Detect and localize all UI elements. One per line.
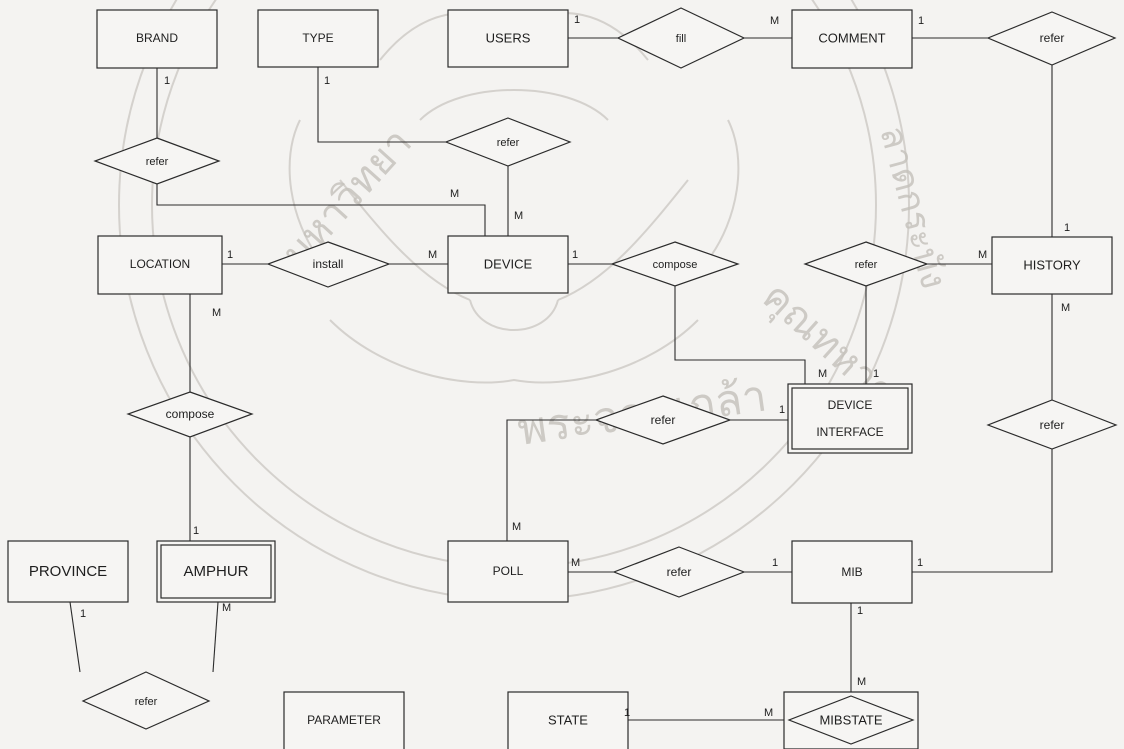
svg-text:refer: refer: [497, 137, 520, 149]
relationship-compose-location: compose: [126, 391, 254, 438]
watermark-seal: มหาวิทยา พระจอมเกล้า คุณทหาร ลาดกระบัง: [118, 0, 954, 601]
relationship-compose-device: compose: [610, 241, 740, 287]
card-mibstate-mib: M: [857, 676, 866, 688]
card-device-install: M: [428, 249, 437, 261]
card-mib-history: 1: [917, 557, 923, 569]
card-users-fill: 1: [574, 14, 580, 26]
svg-text:AMPHUR: AMPHUR: [183, 563, 248, 580]
entity-province: PROVINCE: [7, 540, 129, 603]
entity-brand: BRAND: [96, 9, 218, 69]
relationship-refer-type: refer: [444, 117, 572, 167]
card-location-compose: M: [212, 307, 221, 319]
card-device-brand: M: [450, 188, 459, 200]
connectors: [69, 37, 1053, 721]
svg-text:DEVICE: DEVICE: [828, 398, 873, 412]
card-interface-compose: M: [818, 368, 827, 380]
svg-text:refer: refer: [667, 565, 692, 579]
card-mibstate-state: M: [764, 707, 773, 719]
svg-text:STATE: STATE: [548, 712, 588, 727]
relationship-refer-brand: refer: [93, 137, 221, 185]
entity-mib: MIB: [791, 540, 913, 604]
relationship-refer-comment-history: refer: [986, 11, 1117, 66]
relationship-refer-poll-interface: refer: [594, 395, 732, 445]
entity-device-interface: DEVICE INTERFACE: [787, 383, 913, 454]
svg-text:PROVINCE: PROVINCE: [29, 563, 107, 580]
svg-text:MIBSTATE: MIBSTATE: [819, 712, 882, 727]
entity-amphur: AMPHUR: [156, 540, 276, 603]
entity-device: DEVICE: [447, 235, 569, 294]
svg-text:refer: refer: [1040, 31, 1065, 45]
svg-text:install: install: [313, 257, 344, 271]
svg-text:TYPE: TYPE: [302, 31, 333, 45]
entity-state: STATE: [507, 691, 629, 749]
card-poll-mib: M: [571, 557, 580, 569]
entity-parameter: PARAMETER: [283, 691, 405, 749]
card-location-install: 1: [227, 249, 233, 261]
entity-comment: COMMENT: [791, 9, 913, 69]
relationship-fill: fill: [616, 7, 746, 69]
svg-text:DEVICE: DEVICE: [484, 256, 533, 271]
entity-location: LOCATION: [97, 235, 223, 295]
svg-text:BRAND: BRAND: [136, 31, 178, 45]
card-comment-fill: M: [770, 15, 779, 27]
card-poll-interface: M: [512, 521, 521, 533]
svg-text:refer: refer: [135, 696, 158, 708]
svg-text:PARAMETER: PARAMETER: [307, 713, 381, 727]
card-amphur-refer: M: [222, 602, 231, 614]
svg-text:compose: compose: [653, 259, 698, 271]
svg-text:MIB: MIB: [841, 565, 862, 579]
entity-type: TYPE: [257, 9, 379, 68]
card-comment-refer: 1: [918, 15, 924, 27]
card-amphur-compose: 1: [193, 525, 199, 537]
svg-text:compose: compose: [166, 407, 215, 421]
svg-text:refer: refer: [855, 259, 878, 271]
card-type-refer: 1: [324, 75, 330, 87]
entity-users: USERS: [447, 9, 569, 68]
svg-text:INTERFACE: INTERFACE: [816, 425, 883, 439]
card-province-refer: 1: [80, 608, 86, 620]
card-history-refer-top: 1: [1064, 222, 1070, 234]
svg-text:refer: refer: [651, 413, 676, 427]
card-history-mib: M: [1061, 302, 1070, 314]
relationship-mibstate: MIBSTATE: [783, 691, 919, 749]
relationship-refer-poll-mib: refer: [612, 546, 746, 598]
card-device-type: M: [514, 210, 523, 222]
relationship-refer-history-mib: refer: [986, 399, 1118, 450]
card-device-compose: 1: [572, 249, 578, 261]
card-interface-history: 1: [873, 368, 879, 380]
svg-text:HISTORY: HISTORY: [1023, 257, 1081, 272]
card-mib-poll: 1: [772, 557, 778, 569]
card-brand-refer: 1: [164, 75, 170, 87]
relationship-refer-province: refer: [81, 671, 211, 730]
card-state-mibstate: 1: [624, 707, 630, 719]
svg-text:LOCATION: LOCATION: [130, 257, 190, 271]
svg-text:USERS: USERS: [486, 30, 531, 45]
entity-history: HISTORY: [991, 236, 1113, 295]
svg-text:COMMENT: COMMENT: [818, 30, 885, 45]
card-history-interface: M: [978, 249, 987, 261]
svg-text:refer: refer: [1040, 418, 1065, 432]
svg-text:fill: fill: [676, 33, 686, 45]
relationship-refer-interface-history: refer: [803, 241, 929, 287]
card-mib-mibstate: 1: [857, 605, 863, 617]
entity-poll: POLL: [447, 540, 569, 603]
card-interface-poll: 1: [779, 404, 785, 416]
svg-text:POLL: POLL: [493, 564, 524, 578]
cardinality-labels: 1 M 1 1 1 1 M M 1 M 1 M M M 1 M 1 1 M M …: [80, 14, 1070, 719]
svg-text:refer: refer: [146, 156, 169, 168]
relationship-install: install: [266, 241, 391, 288]
